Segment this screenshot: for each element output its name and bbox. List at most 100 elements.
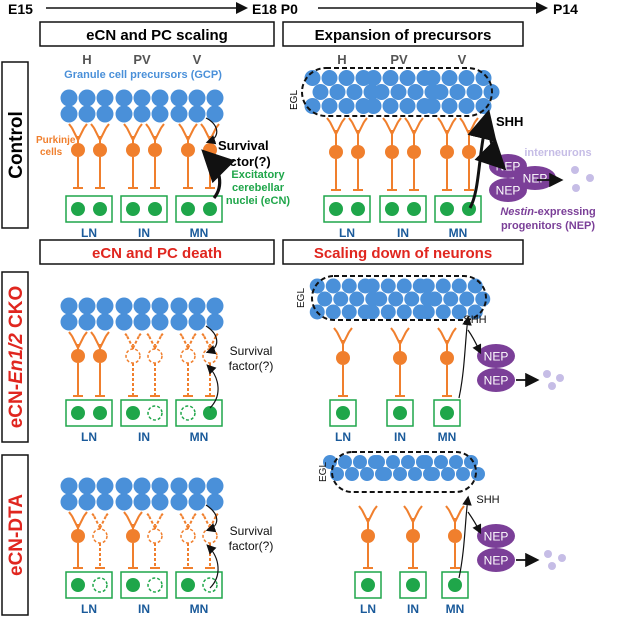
arrow-dta-shh-egl: [458, 495, 472, 579]
purkinje-dendrite: [403, 505, 423, 530]
purkinje-soma: [329, 145, 343, 159]
arrow-dta-survival: [206, 544, 219, 589]
ecn-cell-dead: [202, 577, 218, 593]
purkinje-soma-dead: [180, 348, 196, 364]
gcp-cell: [346, 84, 363, 100]
purkinje-soma: [126, 143, 140, 157]
label-nestin-1: Nestin-expressing: [500, 206, 595, 218]
label-nestin-2: progenitors (NEP): [501, 220, 595, 232]
gcp-cell: [443, 291, 459, 307]
arrows-dta: [205, 495, 540, 589]
interneuron-dot-dta: [548, 562, 556, 570]
purkinje-soma: [385, 145, 399, 159]
gcp-cell: [151, 297, 169, 315]
gcp-cell: [151, 493, 169, 511]
label-survival-cko-2: factor(?): [229, 359, 274, 373]
label-survival-dta-2: factor(?): [229, 539, 274, 553]
gcp-cell: [458, 98, 475, 114]
gcp-cell: [407, 84, 424, 100]
gcp-cell: [206, 297, 224, 315]
gcp-cell: [188, 313, 206, 331]
gcp-cell: [364, 278, 380, 294]
gcp-cell: [60, 493, 78, 511]
gcp-cell: [365, 70, 382, 86]
gcp-cell: [115, 89, 133, 107]
label-shh-dta: SHH: [476, 494, 499, 506]
label-ecn-1: Excitatory: [231, 169, 285, 181]
gcp-cell: [419, 304, 435, 320]
label-in: IN: [138, 430, 150, 444]
purkinje-soma: [462, 145, 476, 159]
gcp-cell: [304, 70, 321, 86]
purkinje-soma-dead: [147, 348, 163, 364]
label-mn: MN: [438, 430, 457, 444]
gcp-cell: [396, 278, 412, 294]
interneuron-dot-control: [572, 184, 580, 192]
purkinje-soma: [336, 351, 350, 365]
gcp-cell: [393, 467, 407, 481]
gcp-cell: [390, 84, 407, 100]
gcp-cell: [404, 291, 420, 307]
gcp-clusters: [60, 70, 500, 511]
purkinje-dendrite: [382, 117, 402, 146]
purkinje-dendrite: [178, 331, 198, 350]
row-label-cko-gene: En1/2: [6, 333, 27, 384]
title-top-right: Expansion of precursors: [315, 27, 492, 44]
gcp-cell: [115, 105, 133, 123]
label-h-left: H: [82, 52, 91, 67]
label-in: IN: [397, 226, 409, 240]
gcp-cell: [388, 291, 404, 307]
gcp-cell: [78, 105, 96, 123]
gcp-cell: [206, 493, 224, 511]
gcp-cell: [115, 477, 133, 495]
purkinje-soma: [407, 145, 421, 159]
purkinje-soma: [181, 143, 195, 157]
interneuron-dot-cko: [543, 370, 551, 378]
purkinje-soma: [126, 529, 140, 543]
label-h-right: H: [337, 52, 346, 67]
gcp-cell: [309, 278, 325, 294]
arrows-cko: [205, 315, 540, 409]
purkinje-soma: [93, 143, 107, 157]
gcp-cell: [466, 84, 483, 100]
purkinje-dendrite: [123, 123, 143, 144]
arrow-dta-up: [205, 504, 218, 533]
purkinje-soma: [71, 143, 85, 157]
arrow-cko-up: [205, 325, 218, 355]
gcp-cell: [386, 455, 400, 469]
gcp-cell: [170, 89, 188, 107]
gcp-cell: [475, 291, 491, 307]
gcp-cell: [60, 89, 78, 107]
gcp-cell: [96, 477, 114, 495]
gcp-cell: [78, 313, 96, 331]
label-ecn-2: cerebellar: [232, 182, 285, 194]
label-shh-control: SHH: [496, 114, 523, 129]
gcp-cell: [60, 477, 78, 495]
gcp-cell: [188, 477, 206, 495]
label-nestin-rest: -expressing: [534, 206, 596, 218]
gcp-cell: [206, 477, 224, 495]
ecn-cell-dead: [147, 577, 163, 593]
nep-control-2-label: NEP: [496, 184, 521, 198]
label-mn: MN: [446, 602, 465, 616]
purkinje-dendrite: [445, 505, 465, 530]
gcp-cell: [188, 493, 206, 511]
purkinje-soma: [393, 351, 407, 365]
gcp-cell: [151, 89, 169, 107]
gcp-cell: [365, 98, 382, 114]
ecn-cell: [440, 406, 454, 420]
ecn-cell: [181, 578, 195, 592]
purkinje-soma: [93, 349, 107, 363]
gcp-cell: [419, 278, 435, 294]
title-box-top-right: [282, 21, 524, 47]
label-egl-cko: EGL: [296, 288, 307, 308]
purkinje-dendrite: [145, 331, 165, 350]
gcp-cell: [188, 105, 206, 123]
ecn-cell: [329, 202, 343, 216]
label-nestin-italic: Nestin: [500, 206, 534, 218]
purkinje-soma-dead: [202, 528, 218, 544]
gcp-cell: [456, 467, 470, 481]
purkinje-soma: [71, 529, 85, 543]
gcp-cell: [399, 98, 416, 114]
